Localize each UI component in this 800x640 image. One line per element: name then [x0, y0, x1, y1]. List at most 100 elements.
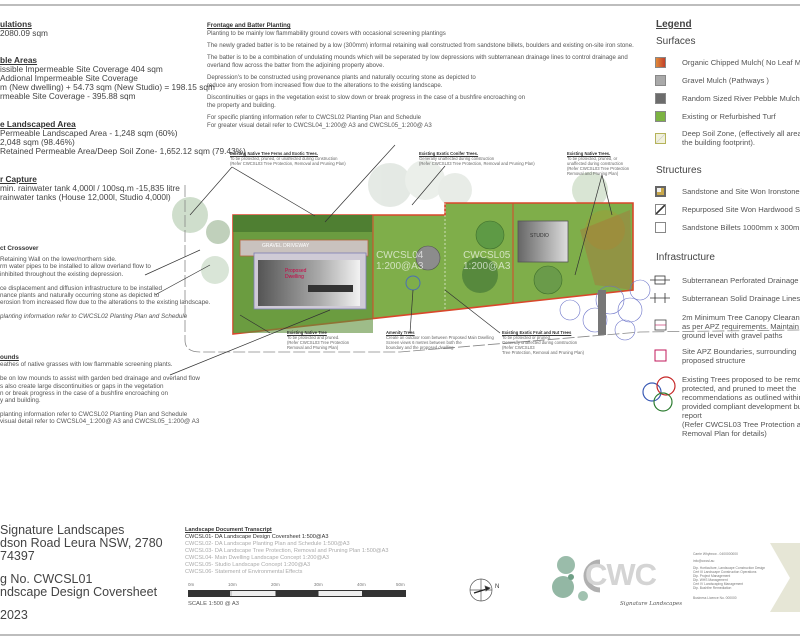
- callout-line: (Refer CWCSL03 Tree Protection: [287, 340, 350, 345]
- note-line: Permeable Landscaped Area - 1,248 sqm (6…: [0, 128, 178, 138]
- swatch-organic-mulch: [655, 57, 666, 68]
- tree-canopies: [172, 160, 608, 284]
- legend-line: as per APZ requirements. Maintain: [682, 322, 799, 331]
- logo-text: CWC: [585, 557, 657, 592]
- legend-line: Removal Plan for details): [682, 429, 767, 438]
- mulch-bed: [580, 210, 633, 290]
- callout-heading: Existing Exotic Conifer Trees.: [419, 151, 479, 156]
- studio-label: STUDIO: [530, 233, 549, 239]
- legend-item-label: 2m Minimum Tree Canopy Clearan as per AP…: [682, 313, 800, 340]
- callout-fruit-nut-trees: Existing Exotic Fruit and Nut Trees To b…: [502, 330, 584, 355]
- contact-line: Dip. Bushfire Remediation: [693, 586, 732, 590]
- note-line: reduce any erosion from increased flow d…: [207, 82, 443, 89]
- callout-line: To be protected, pruned, or: [567, 156, 618, 161]
- note-line: 2,048 sqm (98.46%): [0, 137, 75, 147]
- mounds-heading: ounds: [0, 354, 19, 361]
- drawing-number: g No. CWCSL01: [0, 572, 93, 586]
- scale-tick-label: 20m: [271, 582, 280, 587]
- callout-line: unaffected during construction: [567, 161, 624, 166]
- note-line: issible Impermeable Site Coverage 404 sq…: [0, 64, 163, 74]
- sheet-ref-cwcsl04: CWCSL04 1:200@A3: [376, 250, 423, 272]
- callout-native-tree: Existing Native Tree To be protected and…: [287, 330, 349, 350]
- callout-heading: Existing Native Tree: [287, 330, 327, 335]
- note-line: Retaining Wall on the lower/northern sid…: [0, 256, 117, 264]
- leader-lines: [144, 144, 613, 376]
- legend-item-label: Organic Chipped Mulch( No Leaf M: [682, 58, 800, 67]
- legend-item-label: Subterranean Perforated Drainage: [682, 276, 799, 285]
- title-block: Signature Landscapes dson Road Leura NSW…: [0, 524, 163, 622]
- note-line: overland flow across the batter from the…: [207, 62, 385, 69]
- tree: [533, 265, 563, 295]
- callout-amenity-trees: Amenity Trees Create an outdoor room bet…: [386, 330, 494, 350]
- legend-surfaces-title: Surfaces: [656, 36, 696, 47]
- note-line: planting information refer to CWCSL02 Pl…: [0, 411, 188, 419]
- note-line: rmeable Site Coverage - 395.88 sqm: [0, 91, 136, 101]
- contact-line: Dip. WHS Management: [693, 578, 728, 582]
- callout-line: To be protected and pruned.: [287, 335, 340, 340]
- impermeable-block: ble Areas issible Impermeable Site Cover…: [0, 56, 246, 101]
- note-line: For specific planting information refer …: [207, 114, 422, 121]
- legend-item-label: Deep Soil Zone, (effectively all area th…: [682, 129, 800, 147]
- note-line: min. rainwater tank 4,000l / 100sq.m -15…: [0, 183, 180, 193]
- callout-line: (Refer CWCSL03: [502, 345, 535, 350]
- north-label: N: [495, 584, 500, 590]
- legend-item-label: Gravel Mulch (Pathways ): [682, 76, 769, 85]
- tree: [585, 210, 625, 250]
- callout-native-tree-ferns: Existing Native Tree Ferns and Exotic Tr…: [230, 151, 346, 166]
- river-pebble-feature: [415, 245, 441, 271]
- callout-line: Tree Protection, Removal and Pruning Pla…: [502, 350, 585, 355]
- swatch-turf: [655, 111, 666, 122]
- capture-heading: r Capture: [0, 174, 37, 184]
- note-line: the property and building.: [207, 102, 276, 109]
- callout-line: Generally unaffected during construction: [419, 156, 495, 161]
- callout-line: To be protected, pruned, or unaffected d…: [230, 156, 338, 161]
- trees-to-remove: [559, 279, 651, 341]
- top-border: [0, 4, 800, 6]
- note-line: Planting to be mainly low flammability g…: [207, 30, 446, 37]
- note-line: Discontinuities or gaps in the vegetatio…: [207, 94, 526, 101]
- transcript-item: CWCSL04- Main Dwelling Landscape Concept…: [185, 555, 330, 561]
- tree: [462, 257, 498, 293]
- impermeable-heading: ble Areas: [0, 55, 38, 65]
- note-line: Addional Impermeable Site Coverage: [0, 73, 138, 83]
- note-line: n or break progress in the case of a bus…: [0, 389, 169, 397]
- scale-label: SCALE 1:500 @ A3: [188, 601, 240, 607]
- note-line: s also create large discontinuities or g…: [0, 382, 164, 390]
- swatch-deep-soil: [655, 133, 666, 144]
- callout-heading: Existing Native Trees.: [567, 151, 611, 156]
- access-path: [598, 290, 606, 335]
- callout-line: (Refer CWCSL03 Tree Protection: [567, 166, 630, 171]
- note-line: rainwater tanks (House 12,000l, Studio 4…: [0, 192, 171, 202]
- contact-line: Cert IV Landscaping Management: [693, 582, 744, 586]
- left-notes: ulations 2080.09 sqm ble Areas issible I…: [0, 20, 246, 202]
- callout-line: (Refer CWCSL03 Tree Protection, Removal …: [230, 161, 346, 166]
- legend-line: Site APZ Boundaries, surrounding: [682, 347, 797, 356]
- company-name: Signature Landscapes: [0, 523, 125, 537]
- callout-line: Removal and Pruning Plan): [567, 171, 619, 176]
- scale-bar: 0m 10m 20m 30m 40m 50m SCALE 1:500 @ A3: [188, 582, 406, 612]
- legend-line: report: [682, 411, 702, 420]
- transcript-heading: Landscape Document Transcript: [185, 527, 272, 533]
- legend-line: protected, and pruned to meet the: [682, 384, 797, 393]
- callout-exotic-conifers: Existing Exotic Conifer Trees. Generally…: [419, 151, 535, 166]
- callout-line: Removal and Pruning Plan): [287, 345, 339, 350]
- hardwood-icon: [655, 204, 666, 215]
- mounds-notes: ounds eathes of native grasses with low …: [0, 354, 200, 426]
- contact-line: Dip. Horticulture, Landscape Constructio…: [693, 566, 766, 570]
- legend-item-label: Site APZ Boundaries, surrounding propose…: [682, 347, 796, 365]
- bottom-border: [0, 634, 800, 636]
- note-line: inhibited throughout the existing depres…: [0, 270, 124, 278]
- street-boundary: [184, 185, 800, 353]
- note-line: planting information refer to CWCSL02 Pl…: [0, 313, 188, 321]
- legend-item-label: Repurposed Site Won Hardwood S: [682, 205, 800, 214]
- note-line: y and building.: [0, 397, 41, 405]
- callout-heading: Amenity Trees: [386, 330, 415, 335]
- crossover-heading: ct Crossover: [0, 245, 39, 252]
- note-line: eathes of native grasses with low flamma…: [0, 361, 173, 369]
- frontage-heading: Frontage and Batter Planting: [207, 22, 291, 29]
- transcript-item: CWCSL02- DA Landscape Planting Plan and …: [185, 541, 350, 547]
- sheet-ref-code: CWCSL04: [376, 250, 424, 261]
- callout-line: Screen views 6 metres between both the: [386, 340, 462, 345]
- transcript-item: CWCSL03- DA Landscape Tree Protection, R…: [185, 548, 389, 554]
- scale-bar-graphic: [188, 590, 406, 597]
